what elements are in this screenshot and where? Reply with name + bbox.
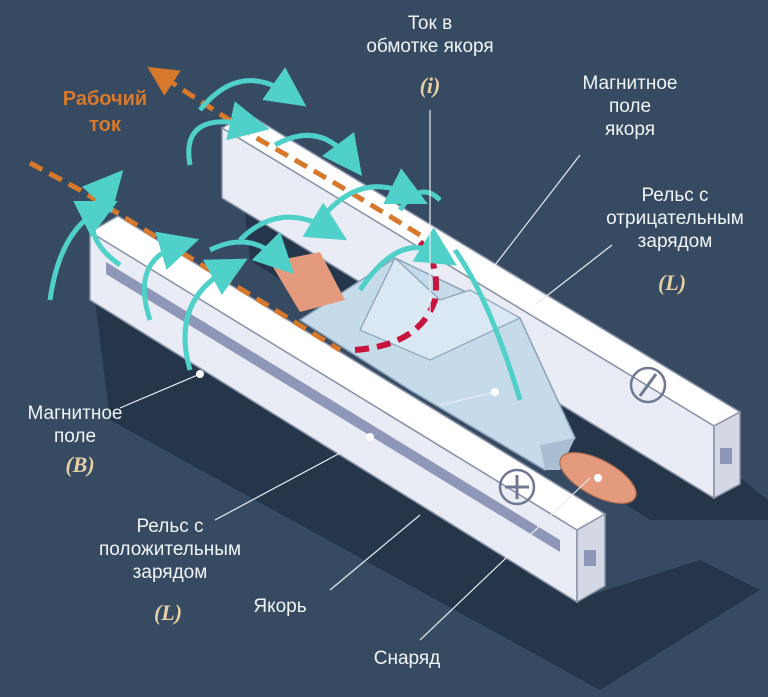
armature-label: Якорь [253, 596, 307, 617]
minus-sign-icon [629, 366, 667, 404]
armature [298, 257, 576, 471]
leader-dots [196, 370, 602, 482]
plus-sign-icon [498, 468, 536, 506]
leader-lines [119, 110, 613, 641]
projectile-label: Снаряд [373, 648, 441, 669]
positive-rail-symbol: (L) [153, 600, 183, 625]
negative-rail-symbol: (L) [657, 270, 687, 295]
work-current-path [28, 66, 422, 353]
armature-current-symbol: (i) [419, 73, 441, 98]
field-loop-icon [47, 67, 523, 401]
magnetic-field-symbol: (B) [65, 452, 95, 477]
